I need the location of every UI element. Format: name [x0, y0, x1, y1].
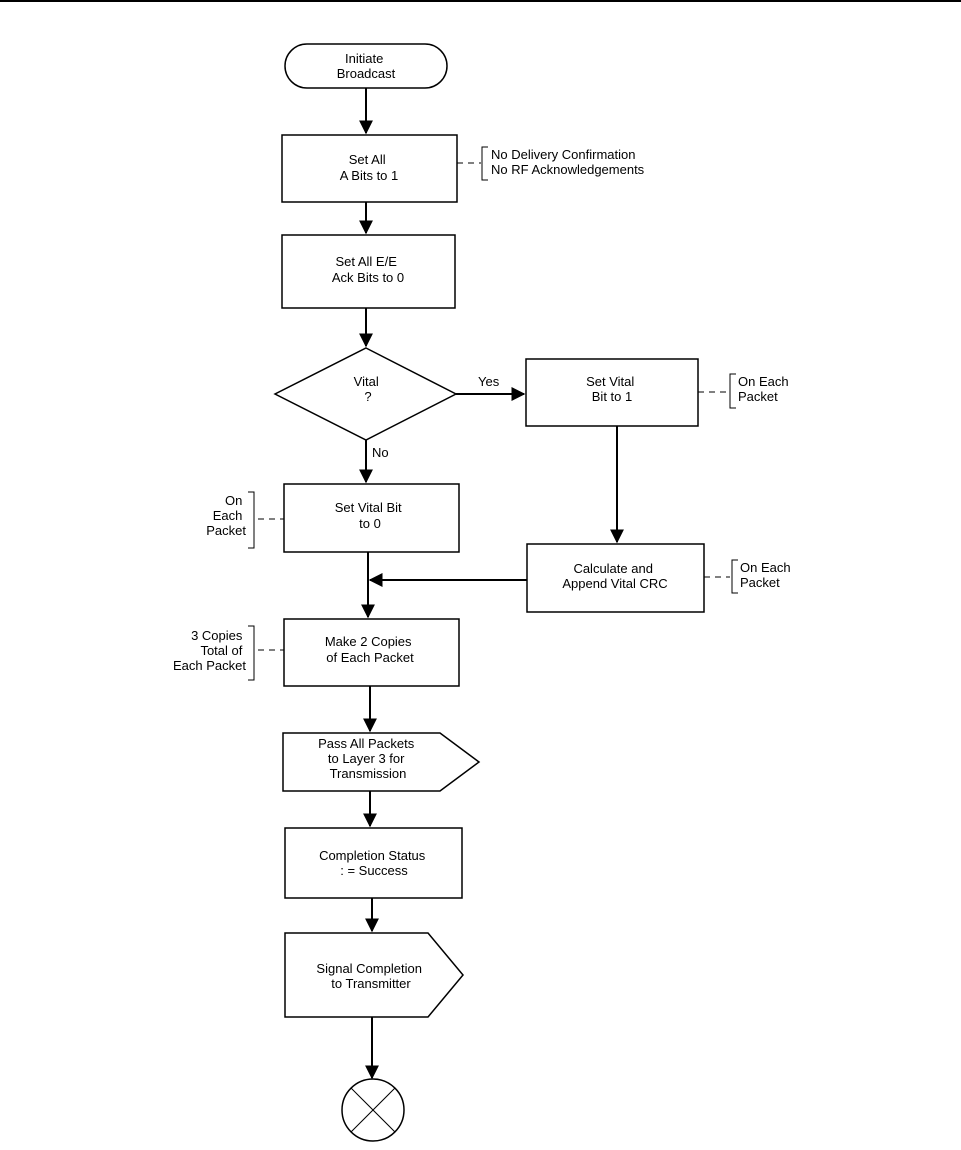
- node-text: Signal Completion: [316, 961, 422, 976]
- node-text: A Bits to 1: [340, 168, 399, 183]
- annotation-text: 3 Copies: [191, 628, 243, 643]
- node-text: Append Vital CRC: [562, 576, 667, 591]
- node-text: of Each Packet: [326, 650, 414, 665]
- svg-text:No Delivery Confirmation: No Delivery Confirmation No RF Acknowled…: [491, 147, 645, 177]
- node-text: Calculate and: [573, 561, 653, 576]
- svg-text:Set All E/E Ack Bits to: Set All E/E Ack Bits to 0: [332, 254, 404, 285]
- node-text: : = Success: [340, 863, 408, 878]
- three-copies-annotation: 3 Copies Total of Each Packet: [173, 625, 284, 681]
- svg-text:Set All A Bits to 1: Set All A Bits to 1: [340, 152, 399, 183]
- svg-text:Make 2 Copies of Each Pa: Make 2 Copies of Each Packet: [325, 634, 415, 665]
- svg-text:3 Copies Total of: 3 Copies Total of Each Packet: [173, 628, 246, 673]
- annotation-text: On: [225, 493, 242, 508]
- node-text: Ack Bits to 0: [332, 270, 404, 285]
- node-text: Set All: [349, 152, 386, 167]
- annotation-text: No Delivery Confirmation: [491, 147, 636, 162]
- initiate-broadcast-terminal: Initiate Broadcast: [284, 43, 448, 89]
- node-text: Transmission: [330, 766, 407, 781]
- vital-decision: Vital ?: [273, 347, 458, 441]
- node-text: Set Vital: [586, 374, 634, 389]
- set-vital-1-process: Set Vital Bit to 1: [525, 358, 699, 427]
- svg-text:Set Vital Bit to 1: Set Vital Bit to 1: [586, 374, 638, 404]
- svg-text:Initiate Broadcast: Initiate Broadcast: [337, 51, 396, 81]
- make-copies-process: Make 2 Copies of Each Packet: [283, 618, 460, 687]
- annotation-text: Packet: [740, 575, 780, 590]
- node-text: to 0: [359, 516, 381, 531]
- node-text: Set Vital Bit: [335, 500, 402, 515]
- signal-completion-output: Signal Completion to Transmitter: [284, 932, 464, 1018]
- node-text: to Transmitter: [331, 976, 411, 991]
- node-text: Broadcast: [337, 66, 396, 81]
- node-text: Initiate: [345, 51, 383, 66]
- calc-crc-process: Calculate and Append Vital CRC: [526, 543, 705, 613]
- node-text: Completion Status: [319, 848, 426, 863]
- svg-text:Vital ?: Vital ?: [354, 374, 383, 404]
- annotation-text: On Each: [738, 374, 789, 389]
- set-ee-ack-process: Set All E/E Ack Bits to 0: [281, 234, 456, 309]
- pass-packets-output: Pass All Packets to Layer 3 for Transmis…: [282, 732, 481, 792]
- svg-text:On Each Packet: On Each Packet: [738, 374, 792, 404]
- on-each-packet-annotation: On Each Packet: [704, 559, 794, 594]
- svg-text:Set Vital Bit to 0: Set Vital Bit to 0: [335, 500, 406, 531]
- set-a-bits-process: Set All A Bits to 1: [281, 134, 458, 203]
- annotation-text: Each Packet: [173, 658, 246, 673]
- svg-text:On Each Packet: On Each Packet: [206, 493, 246, 538]
- on-each-packet-annotation: On Each Packet: [206, 491, 284, 549]
- yes-branch-label: Yes: [478, 374, 500, 389]
- completion-status-process: Completion Status : = Success: [284, 827, 463, 899]
- annotation-text: On Each: [740, 560, 791, 575]
- node-text: Set All E/E: [335, 254, 397, 269]
- on-each-packet-annotation: On Each Packet: [698, 373, 792, 409]
- end-connector-symbol: [341, 1078, 405, 1142]
- node-text: Vital: [354, 374, 379, 389]
- annotation-text: Packet: [738, 389, 778, 404]
- node-text: to Layer 3 for: [328, 751, 405, 766]
- annotation-text: Total of: [200, 643, 242, 658]
- svg-text:Pass All Packets to Laye: Pass All Packets to Layer 3 for Transmis…: [318, 736, 418, 781]
- no-branch-label: No: [372, 445, 389, 460]
- node-text: Make 2 Copies: [325, 634, 412, 649]
- node-text: Pass All Packets: [318, 736, 415, 751]
- annotation-text: Packet: [206, 523, 246, 538]
- no-confirmation-annotation: No Delivery Confirmation No RF Acknowled…: [457, 146, 645, 181]
- node-text: Bit to 1: [592, 389, 632, 404]
- svg-text:On Each Packet: On Each Packet: [740, 560, 794, 590]
- svg-text:Signal Completion to Tra: Signal Completion to Transmitter: [316, 961, 425, 991]
- svg-text:Completion Status : = Su: Completion Status : = Success: [319, 848, 429, 878]
- node-text: ?: [364, 389, 371, 404]
- annotation-text: Each: [213, 508, 243, 523]
- set-vital-0-process: Set Vital Bit to 0: [283, 483, 460, 553]
- annotation-text: No RF Acknowledgements: [491, 162, 645, 177]
- svg-text:Calculate and Append Vit: Calculate and Append Vital CRC: [562, 561, 667, 591]
